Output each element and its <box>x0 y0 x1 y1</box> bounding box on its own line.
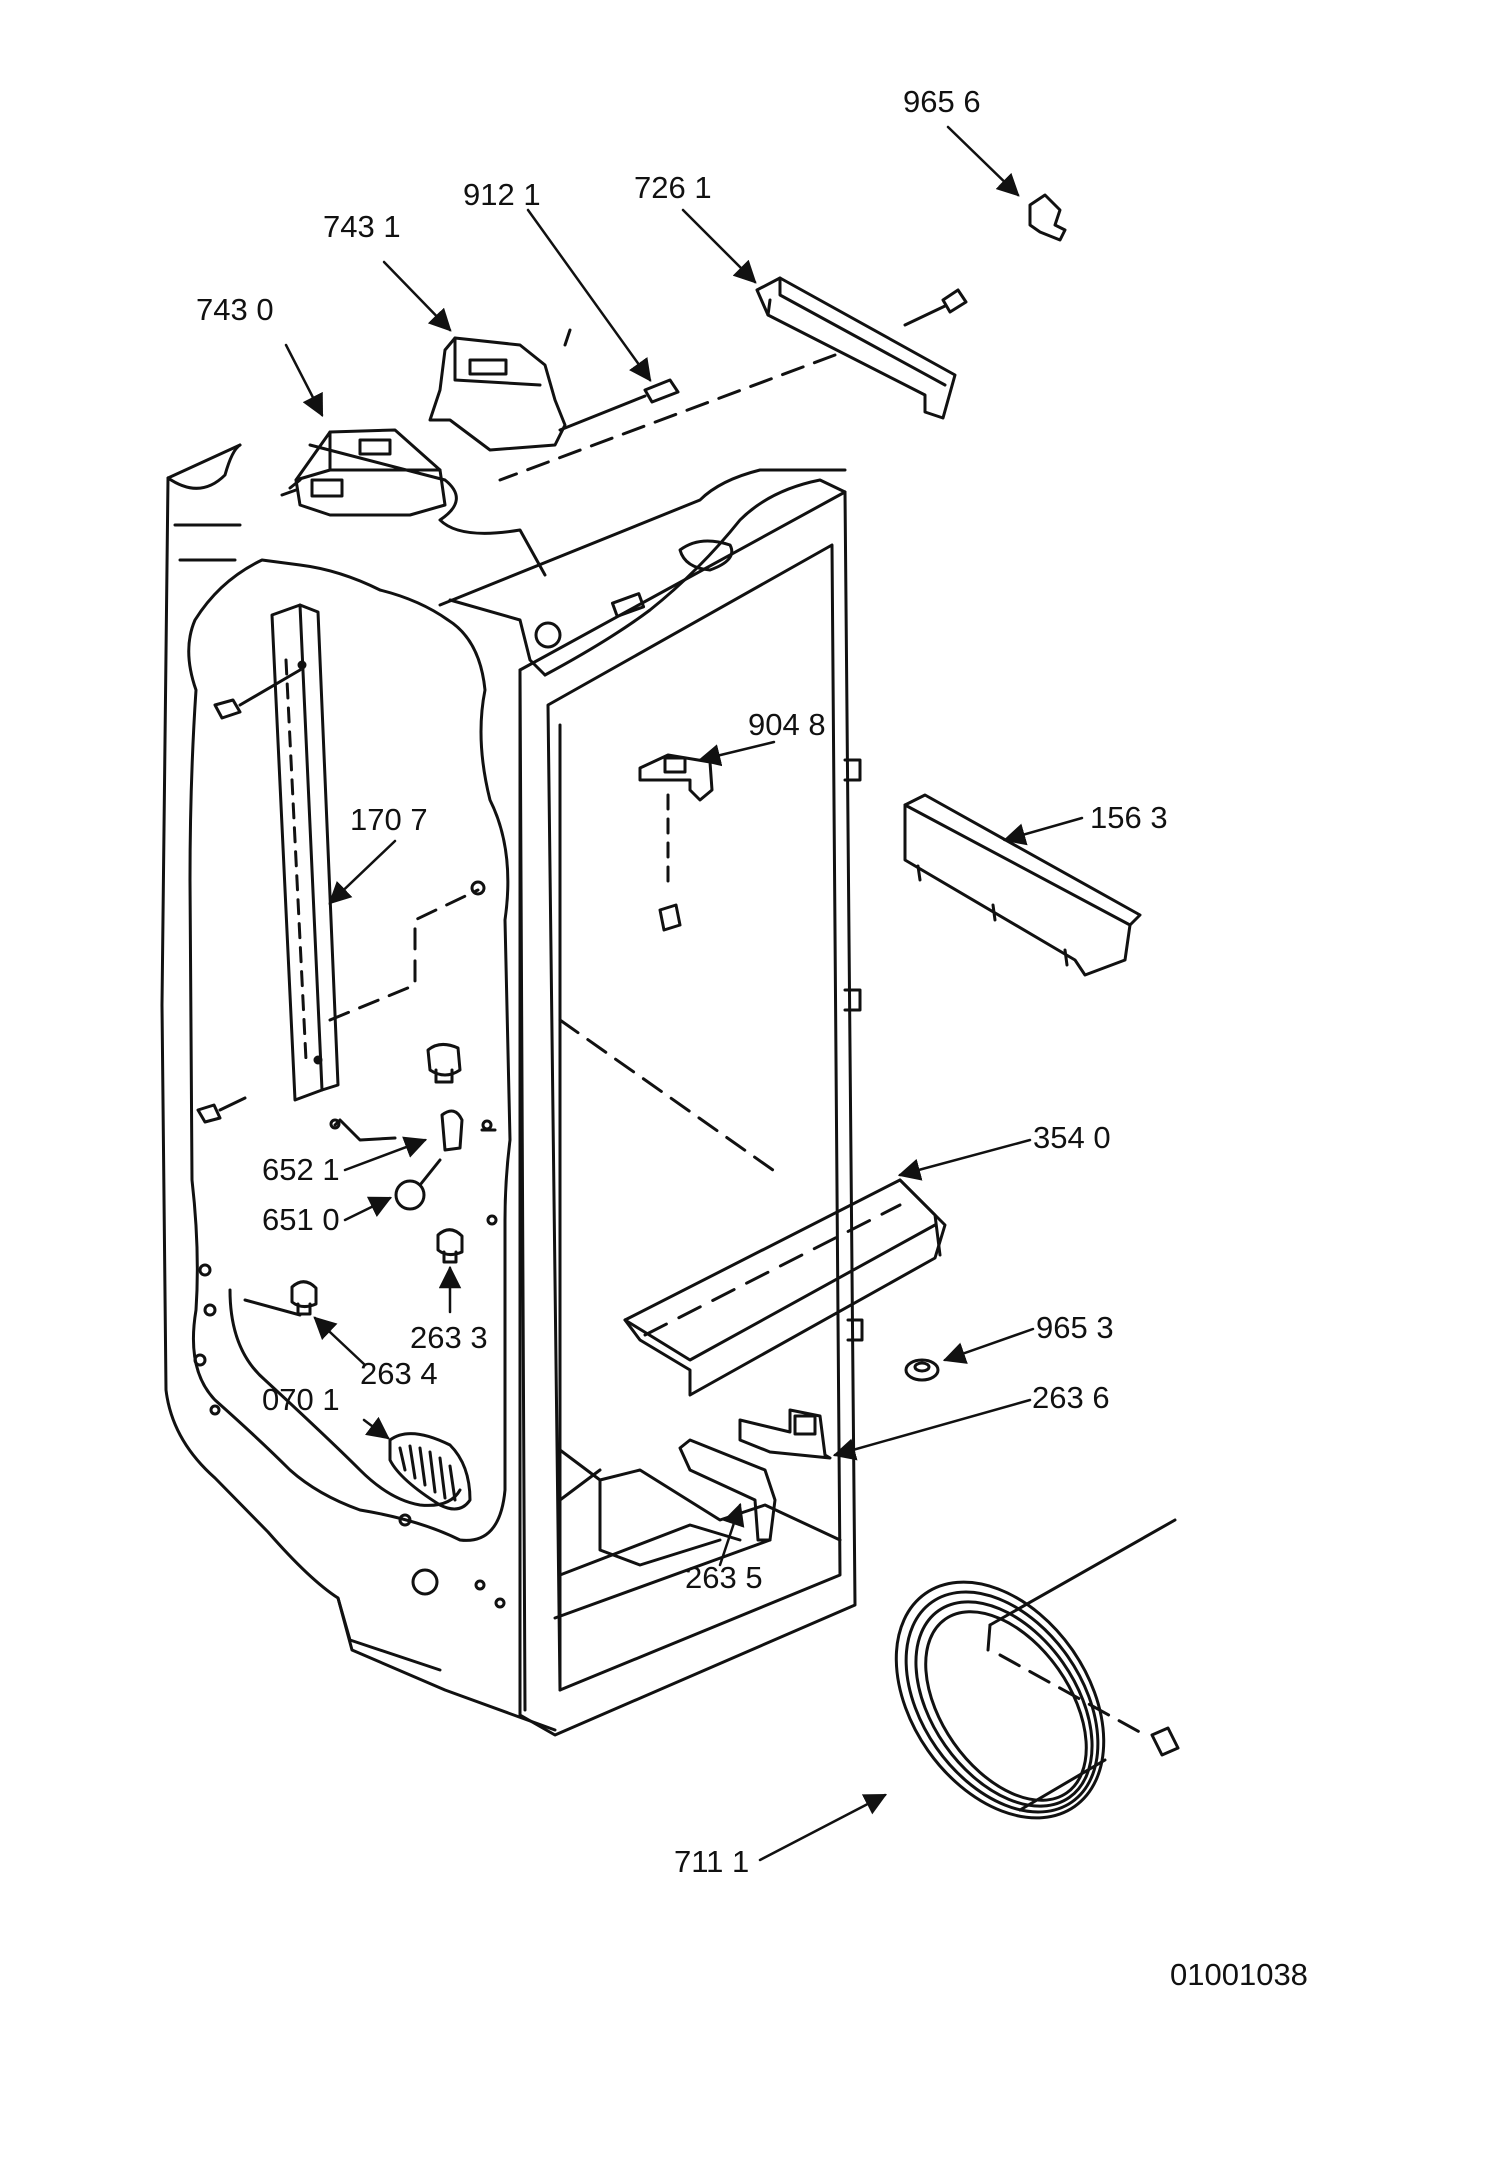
callout-743-1: 743 1 <box>323 209 401 244</box>
socket-2634 <box>290 1280 318 1316</box>
cabinet-liner <box>160 443 864 1737</box>
callout-912-1: 912 1 <box>463 177 541 212</box>
callout-904-8: 904 8 <box>748 707 826 742</box>
callout-651-0: 651 0 <box>262 1202 340 1237</box>
tubing-coil-7111 <box>894 1518 1177 1820</box>
vent-grille-0701 <box>388 1432 472 1511</box>
light-switch-6521 <box>329 1109 464 1152</box>
callout-711-1: 711 1 <box>674 1844 749 1879</box>
channel-7261 <box>755 276 957 420</box>
callout-156-3: 156 3 <box>1090 800 1168 835</box>
crisper-cover-3540 <box>623 1178 947 1397</box>
bracket-2635 <box>678 1438 777 1542</box>
bracket-7431 <box>428 328 572 452</box>
leader-arrows <box>284 125 1084 1862</box>
screw-7111 <box>1150 1726 1180 1757</box>
light-bulb-6510 <box>394 1158 442 1211</box>
callout-965-6: 965 6 <box>903 84 981 119</box>
bracket-2636 <box>738 1408 832 1460</box>
callout-263-3: 263 3 <box>410 1320 488 1355</box>
callout-965-3: 965 3 <box>1036 1310 1114 1345</box>
screw-9121 <box>558 378 680 432</box>
socket-upper <box>426 1043 462 1084</box>
callout-726-1: 726 1 <box>634 170 712 205</box>
screw-7261 <box>903 288 968 327</box>
callout-263-6: 263 6 <box>1032 1380 1110 1415</box>
callout-labels: 965 6 726 1 912 1 743 1 743 0 904 8 156 … <box>196 84 1308 1992</box>
channel-1563 <box>903 793 1142 977</box>
clip-9656 <box>1028 193 1067 242</box>
drawing-number: 01001038 <box>1170 1957 1308 1992</box>
control-housing-7430 <box>280 428 447 517</box>
callout-263-5: 263 5 <box>685 1560 763 1595</box>
callout-263-4: 263 4 <box>360 1356 438 1391</box>
callout-170-7: 170 7 <box>350 802 428 837</box>
screw-upper-left <box>213 668 302 720</box>
callout-070-1: 070 1 <box>262 1382 340 1417</box>
vertical-rail-part <box>270 603 340 1102</box>
bracket-9048 <box>638 753 714 932</box>
screw-lower-left <box>196 1096 247 1124</box>
grommet-9653 <box>904 1358 940 1382</box>
socket-2633 <box>436 1119 498 1264</box>
callout-743-0: 743 0 <box>196 292 274 327</box>
callout-652-1: 652 1 <box>262 1152 340 1187</box>
callout-354-0: 354 0 <box>1033 1120 1111 1155</box>
